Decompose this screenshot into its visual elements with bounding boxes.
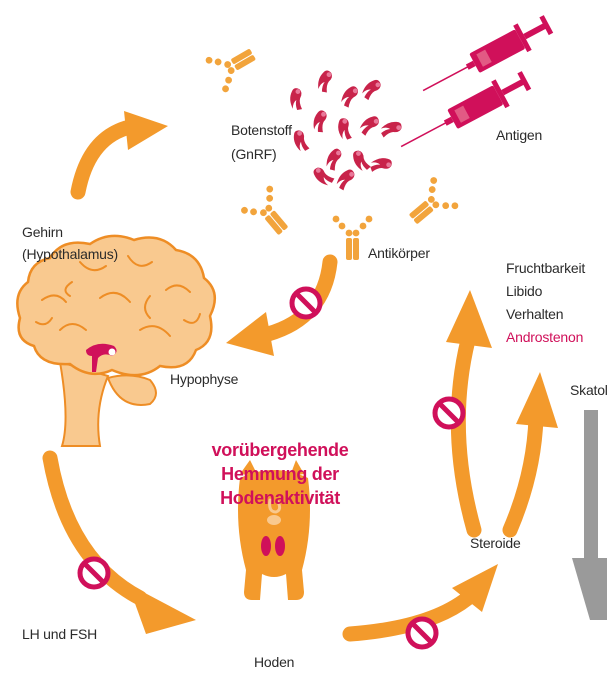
arrow-skatol-down bbox=[572, 410, 607, 620]
prohibition-icon bbox=[80, 559, 108, 587]
gnrf-molecule-icon bbox=[313, 110, 327, 133]
gnrf-molecule-icon bbox=[349, 148, 373, 173]
prohibition-icon bbox=[435, 399, 463, 427]
headline-line-2: Hemmung der bbox=[190, 462, 370, 486]
gnrf-molecule-icon bbox=[335, 117, 354, 142]
arrow-pituitary-to-testes bbox=[50, 458, 196, 634]
gnrf-molecule-icon bbox=[360, 76, 383, 101]
arrow-brain-to-gnrf bbox=[78, 111, 168, 192]
gnrf-label: (GnRF) bbox=[231, 144, 276, 164]
hypophyse-label: Hypophyse bbox=[170, 369, 238, 389]
gnrf-molecule-icon bbox=[317, 69, 333, 93]
steroide-label: Steroide bbox=[470, 533, 521, 553]
effect-verhalten: Verhalten bbox=[506, 304, 563, 324]
headline-line-3: Hodenaktivität bbox=[190, 486, 370, 510]
antibody-icon bbox=[333, 216, 373, 260]
antikoerper-label: Antikörper bbox=[368, 243, 430, 263]
hoden-label: Hoden bbox=[254, 652, 294, 672]
antigen-label: Antigen bbox=[496, 125, 542, 145]
prohibition-icon bbox=[408, 619, 436, 647]
gnrf-molecule-icon bbox=[369, 155, 394, 174]
gehirn-label: Gehirn bbox=[22, 222, 63, 242]
antibody-icon bbox=[204, 37, 262, 94]
syringe-icon bbox=[394, 67, 533, 160]
skatol-label: Skatol bbox=[570, 380, 607, 400]
prohibition-icon bbox=[292, 289, 320, 317]
effect-fruchtbarkeit: Fruchtbarkeit bbox=[506, 258, 585, 278]
antibody-icon bbox=[240, 184, 299, 244]
headline-line-1: vorübergehende bbox=[190, 438, 370, 462]
brain-icon bbox=[17, 236, 214, 446]
gnrf-molecule-icon bbox=[290, 128, 312, 153]
botenstoff-label: Botenstoff bbox=[231, 120, 292, 140]
gnrf-molecule-icon bbox=[339, 84, 359, 109]
effect-libido: Libido bbox=[506, 281, 542, 301]
gnrf-molecule-icon bbox=[325, 147, 343, 171]
gnrf-molecule-icon bbox=[358, 113, 382, 138]
headline: vorübergehende Hemmung der Hodenaktivitä… bbox=[190, 438, 370, 510]
gnrf-molecule-icon bbox=[335, 166, 357, 191]
arrow-steroids-to-skatol bbox=[510, 372, 558, 530]
effect-androstenon: Androstenon bbox=[506, 327, 583, 347]
antibody-icon bbox=[400, 176, 460, 235]
gnrf-molecule-icon bbox=[288, 87, 304, 111]
lh-fsh-label: LH und FSH bbox=[22, 624, 97, 644]
gnrf-molecule-icon bbox=[379, 118, 404, 140]
hypothalamus-label: (Hypothalamus) bbox=[22, 244, 118, 264]
